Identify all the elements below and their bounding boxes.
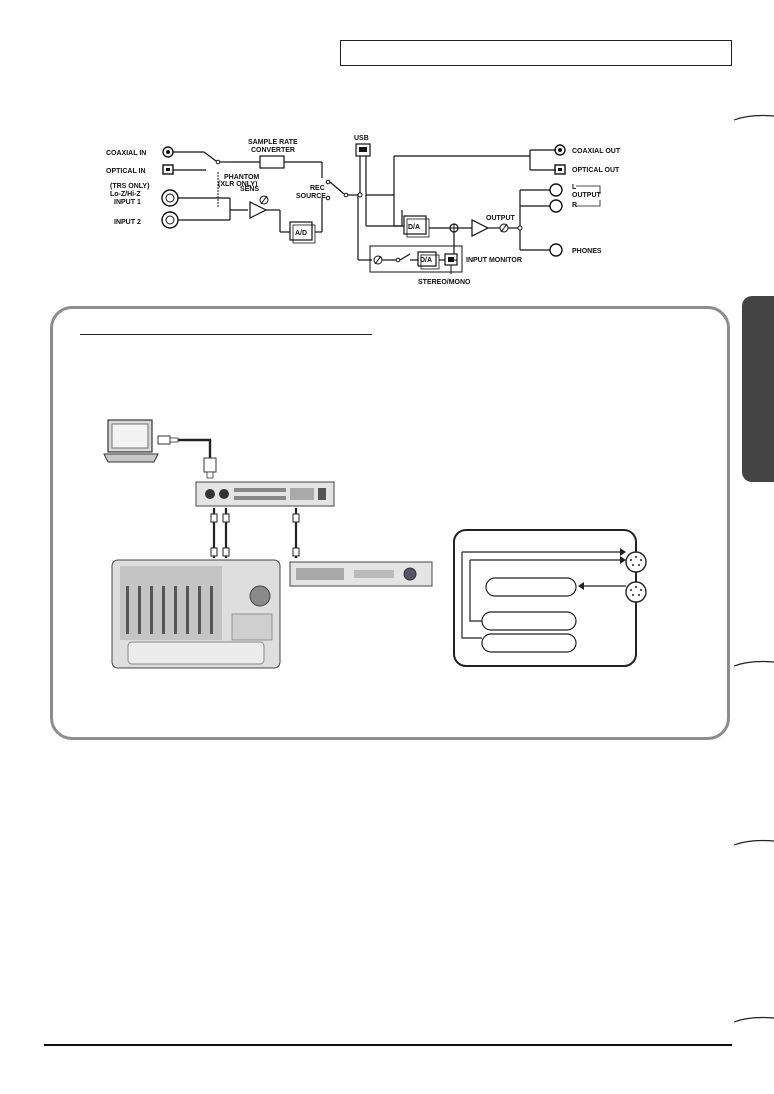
- output-amp-triangle: [471, 219, 490, 237]
- label-xlr-only: (XLR ONLY): [218, 181, 257, 188]
- label-coaxial-in: COAXIAL IN: [106, 150, 146, 157]
- label-sample-rate: SAMPLE RATE: [248, 139, 298, 146]
- label-out-r: R: [572, 202, 577, 209]
- routing-box: [481, 611, 577, 631]
- page-header-box: [340, 40, 732, 66]
- midi-jack-icon: [625, 581, 647, 603]
- signal-flow-diagram: COAXIAL IN OPTICAL IN (TRS ONLY) Lo-Z/Hi…: [106, 135, 621, 286]
- label-out-output: OUTPUT: [572, 192, 602, 199]
- phones-jack-icon: [549, 243, 563, 257]
- xlr-jack-icon: [161, 189, 179, 207]
- label-input-1: INPUT 1: [114, 199, 141, 206]
- label-coaxial-out: COAXIAL OUT: [572, 148, 621, 155]
- label-input-monitor: INPUT MONITOR: [466, 257, 522, 264]
- preamp-triangle: [249, 201, 268, 219]
- label-sens: SENS: [240, 186, 259, 193]
- midi-routing-diagram: [453, 529, 647, 667]
- routing-box: [485, 577, 577, 597]
- label-stereo-mono: STEREO/MONO: [418, 279, 471, 286]
- label-rec: REC: [310, 185, 325, 192]
- sample-rate-converter-box: [259, 155, 285, 169]
- xlr-jack-icon: [161, 211, 179, 229]
- da-monitor-box: [417, 251, 437, 267]
- output-l-jack-icon: [549, 183, 563, 197]
- label-input-2: INPUT 2: [114, 219, 141, 226]
- da-converter-box: [403, 215, 427, 235]
- panel-heading-underline: [80, 334, 372, 335]
- midi-jack-icon: [625, 551, 647, 573]
- label-optical-in: OPTICAL IN: [106, 168, 146, 175]
- connection-illustration: [103, 419, 647, 669]
- ad-converter-box: [289, 221, 313, 241]
- label-converter: CONVERTER: [251, 147, 295, 154]
- label-out-l: L: [572, 184, 577, 191]
- label-optical-out: OPTICAL OUT: [572, 167, 620, 174]
- usb-plug-icon: [203, 457, 217, 479]
- laptop-computer: [103, 419, 159, 463]
- label-lo-hi-z: Lo-Z/Hi-Z: [110, 191, 141, 198]
- sound-module: [289, 561, 433, 587]
- routing-box: [481, 633, 577, 653]
- usb-plug-icon: [157, 435, 179, 445]
- label-usb: USB: [354, 135, 369, 142]
- label-trs-only: (TRS ONLY): [110, 183, 149, 190]
- label-phantom: PHANTOM: [224, 174, 259, 181]
- label-da-monitor: D/A: [420, 257, 432, 264]
- label-phones: PHONES: [572, 248, 602, 255]
- usb-audio-interface: [195, 481, 335, 507]
- optical-out-jack-icon: [554, 164, 566, 175]
- optical-in-jack-icon: [162, 164, 174, 175]
- page-bottom-rule: [44, 1044, 732, 1046]
- connection-example-panel: [50, 306, 730, 740]
- coaxial-in-jack-icon: [162, 146, 174, 158]
- mixer-recorder: [111, 559, 281, 669]
- coaxial-out-jack-icon: [554, 144, 566, 156]
- output-r-jack-icon: [549, 199, 563, 213]
- label-da-main: D/A: [408, 224, 420, 231]
- label-output-knob: OUTPUT: [486, 215, 516, 222]
- edge-thumb-marks: [733, 114, 774, 1023]
- label-ad: A/D: [295, 230, 307, 237]
- chapter-side-tab: [742, 296, 774, 482]
- sens-knob-icon: [259, 195, 269, 205]
- input-monitor-box: [369, 245, 463, 273]
- label-source: SOURCE: [296, 193, 326, 200]
